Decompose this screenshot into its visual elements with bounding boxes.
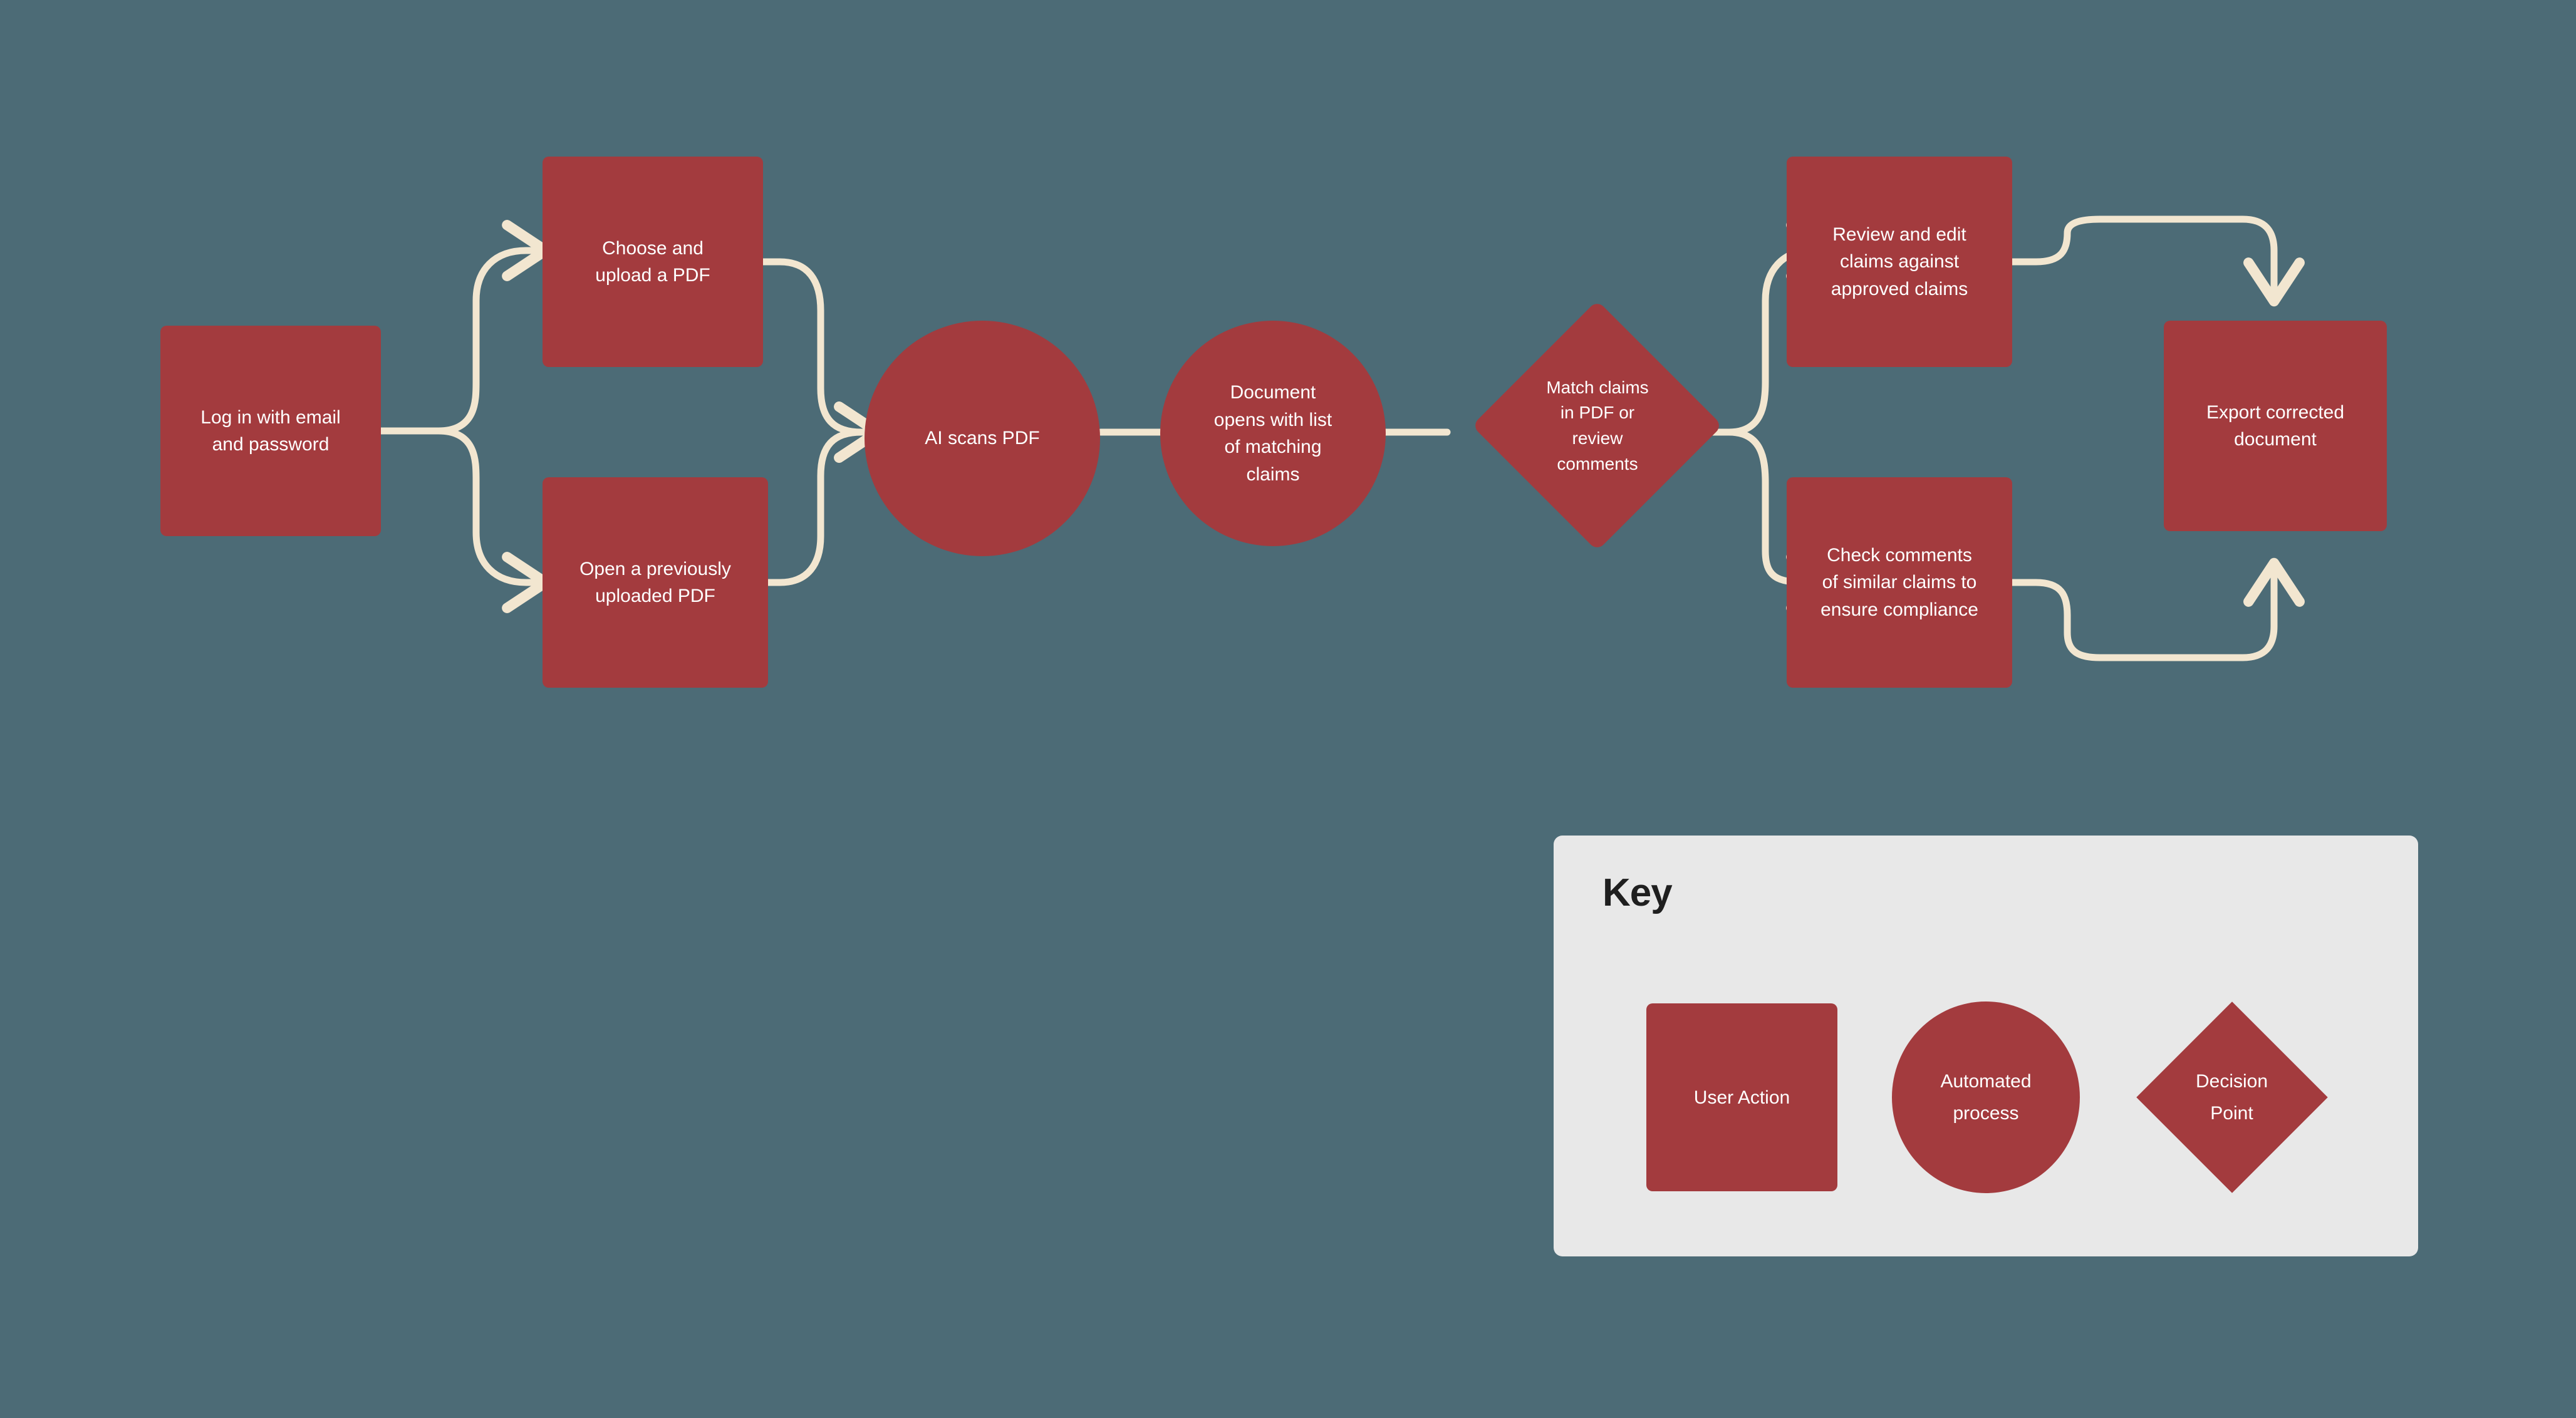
key-item-user-action: User Action: [1646, 1003, 1837, 1191]
node-login[interactable]: Log in with email and password: [160, 326, 381, 536]
edge-login-to-upload: [435, 220, 551, 435]
node-check-comments-label: Check comments of similar claims to ensu…: [1820, 544, 1978, 620]
node-review-edit-claims[interactable]: Review and edit claims against approved …: [1787, 157, 2012, 367]
node-document-opens-label: Document opens with list of matching cla…: [1213, 382, 1332, 485]
key-legend-panel: Key User Action Automated process Decisi…: [1554, 836, 2418, 1256]
node-export-corrected-document[interactable]: Export corrected document: [2164, 321, 2387, 531]
node-ai-scans-pdf-label: AI scans PDF: [925, 428, 1040, 449]
node-document-opens[interactable]: Document opens with list of matching cla…: [1160, 321, 1386, 546]
edge-upload-to-aiscan: [759, 258, 883, 463]
key-title: Key: [1602, 871, 1673, 914]
node-choose-upload-pdf-label: Choose and upload a PDF: [595, 237, 710, 286]
node-review-edit-claims-label: Review and edit claims against approved …: [1831, 224, 1968, 299]
edge-login-to-openprev: [435, 427, 551, 613]
node-choose-upload-pdf[interactable]: Choose and upload a PDF: [543, 157, 763, 367]
key-item-decision-point-label: Decision Point: [2195, 1070, 2268, 1124]
key-item-decision-point: Decision Point: [2136, 1001, 2328, 1193]
key-item-automated-process: Automated process: [1892, 1001, 2080, 1193]
edge-checkcomments-to-export: [2008, 557, 2305, 661]
key-item-user-action-label: User Action: [1693, 1087, 1790, 1108]
node-check-comments[interactable]: Check comments of similar claims to ensu…: [1787, 477, 2012, 688]
node-open-previous-pdf-label: Open a previously uploaded PDF: [579, 558, 731, 607]
edge-openprev-to-aiscan: [759, 401, 883, 586]
key-item-automated-process-label: Automated process: [1940, 1071, 2032, 1124]
node-match-claims-decision[interactable]: Match claims in PDF or review comments: [1472, 300, 1723, 551]
node-ai-scans-pdf[interactable]: AI scans PDF: [865, 321, 1100, 556]
edge-review-to-export: [2008, 215, 2305, 307]
node-export-corrected-document-label: Export corrected document: [2206, 401, 2345, 450]
node-open-previous-pdf[interactable]: Open a previously uploaded PDF: [543, 477, 768, 688]
node-login-label: Log in with email and password: [200, 406, 341, 455]
node-match-claims-decision-label: Match claims in PDF or review comments: [1546, 377, 1649, 474]
